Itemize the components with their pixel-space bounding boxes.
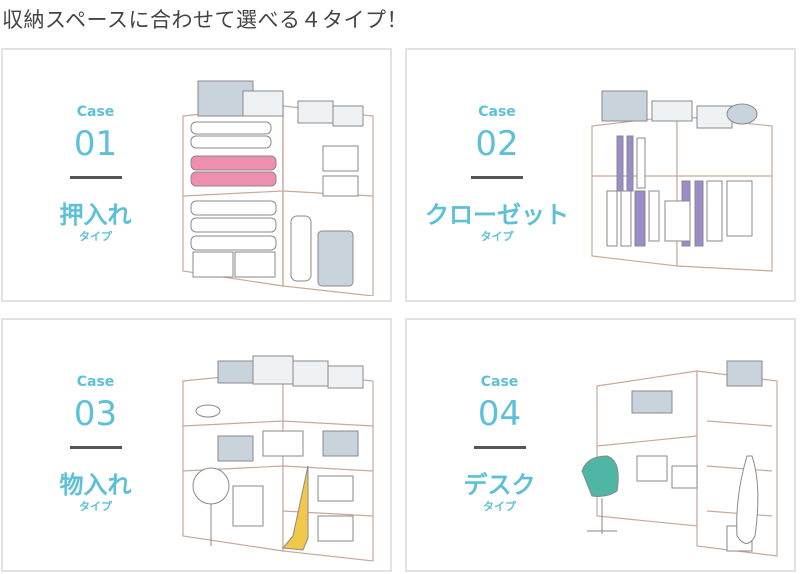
divider-rule xyxy=(474,446,526,449)
desk-area-illustration xyxy=(581,360,778,557)
type-name: 物入れ xyxy=(59,471,132,499)
wardrobe-closet-illustration xyxy=(591,90,773,272)
type-name: クローゼット xyxy=(425,201,569,229)
type-name: デスク xyxy=(463,471,536,499)
page-heading: 収納スペースに合わせて選べる４タイプ！ xyxy=(2,8,408,32)
divider-rule xyxy=(471,176,523,179)
case-word: Case xyxy=(76,374,115,390)
type-suffix: タイプ xyxy=(79,230,112,243)
futon-closet-illustration xyxy=(182,80,374,296)
case-label-group: Case 03 物入れ タイプ xyxy=(3,320,188,570)
case-number: 01 xyxy=(73,124,118,164)
case-label-group: Case 02 クローゼット タイプ xyxy=(407,50,587,300)
type-suffix: タイプ xyxy=(79,500,112,513)
divider-rule xyxy=(70,176,122,179)
case-word: Case xyxy=(480,374,519,390)
case-number: 04 xyxy=(477,394,522,434)
case-word: Case xyxy=(478,104,516,120)
type-suffix: タイプ xyxy=(480,230,514,243)
divider-rule xyxy=(70,446,122,449)
case-word: Case xyxy=(76,104,115,120)
case-label-group: Case 04 デスク タイプ xyxy=(407,320,592,570)
type-name: 押入れ xyxy=(59,201,132,229)
case-card-03[interactable]: Case 03 物入れ タイプ xyxy=(1,318,392,572)
case-label-group: Case 01 押入れ タイプ xyxy=(3,50,188,300)
case-card-04[interactable]: Case 04 デスク タイプ xyxy=(405,318,796,572)
case-card-01[interactable]: Case 01 押入れ タイプ xyxy=(1,48,392,302)
case-card-02[interactable]: Case 02 クローゼット タイプ xyxy=(405,48,796,302)
type-suffix: タイプ xyxy=(483,500,516,513)
storage-room-illustration xyxy=(182,355,374,562)
case-number: 02 xyxy=(475,124,519,164)
case-number: 03 xyxy=(73,394,118,434)
